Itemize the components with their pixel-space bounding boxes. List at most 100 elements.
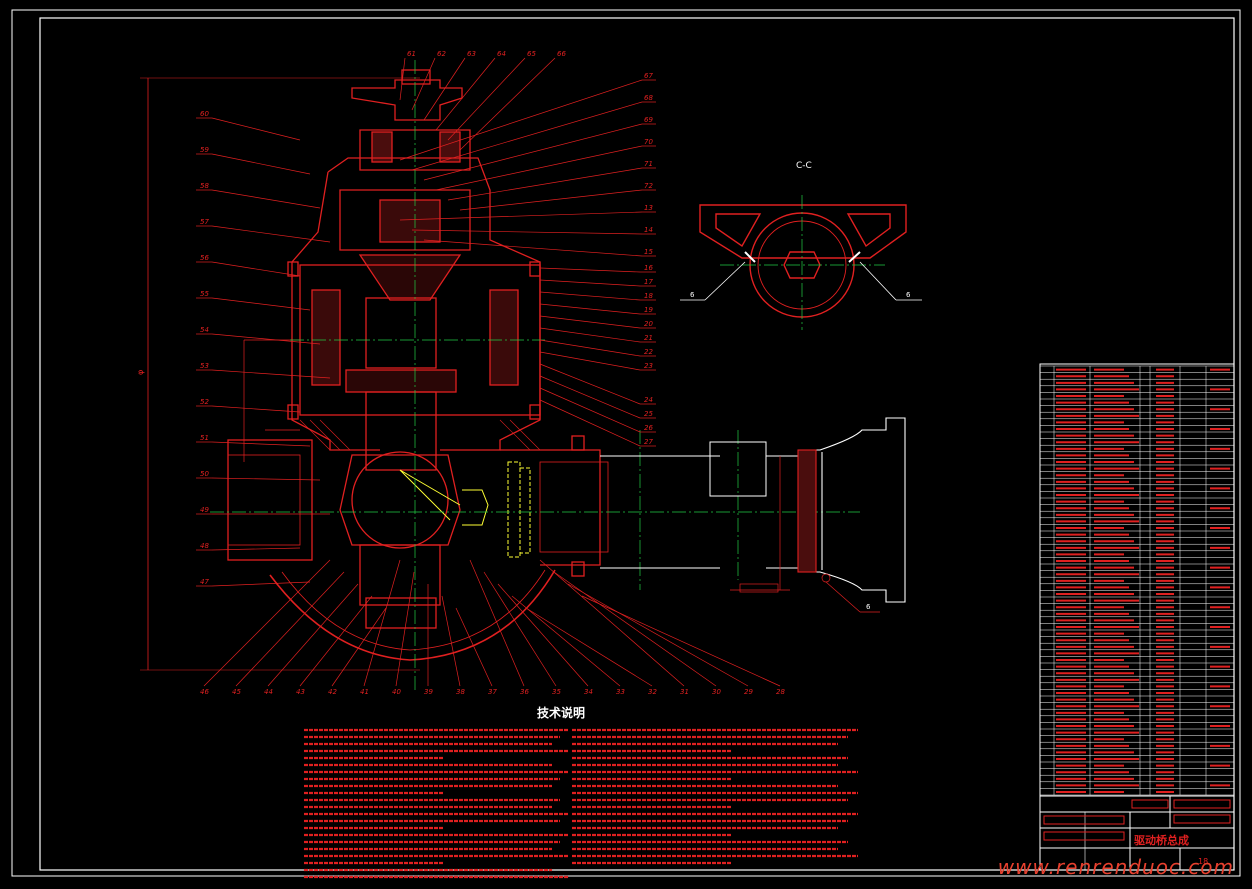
leader-line bbox=[497, 583, 589, 687]
leader-line bbox=[441, 595, 461, 687]
balloon-54: 54 bbox=[200, 326, 209, 334]
leader-line bbox=[395, 571, 415, 687]
balloon-44: 44 bbox=[264, 688, 273, 696]
leader-line bbox=[459, 57, 556, 151]
leader-line bbox=[211, 153, 311, 175]
leader-line bbox=[423, 123, 643, 181]
outer-frame bbox=[11, 9, 1241, 877]
balloon-37: 37 bbox=[488, 688, 497, 696]
balloon-36: 36 bbox=[520, 688, 529, 696]
balloon-17: 17 bbox=[644, 278, 653, 286]
title-block bbox=[1039, 795, 1235, 871]
balloon-31: 31 bbox=[680, 688, 689, 696]
leader-line bbox=[211, 581, 311, 587]
balloon-68: 68 bbox=[644, 94, 653, 102]
balloon-18: 18 bbox=[644, 292, 653, 300]
leader-line bbox=[539, 279, 641, 287]
main-section-view: φ bbox=[136, 69, 609, 671]
leader-line bbox=[553, 571, 717, 687]
balloon-13: 13 bbox=[644, 204, 653, 212]
balloon-58: 58 bbox=[200, 182, 209, 190]
leader-line bbox=[423, 239, 643, 257]
balloon-16: 16 bbox=[644, 264, 653, 272]
section-cc-centerlines bbox=[720, 195, 885, 330]
leader-line bbox=[423, 57, 466, 121]
leader-line bbox=[235, 571, 345, 687]
leader-line bbox=[459, 189, 643, 211]
balloon-47: 47 bbox=[200, 578, 209, 586]
hub-dimension bbox=[730, 456, 880, 613]
balloon-43: 43 bbox=[296, 688, 305, 696]
leader-line bbox=[539, 339, 641, 357]
balloon-14: 14 bbox=[644, 226, 653, 234]
balloon-53: 53 bbox=[200, 362, 209, 370]
weld-symbol-1: 6 bbox=[690, 291, 695, 299]
balloon-51: 51 bbox=[200, 434, 209, 442]
leader-line bbox=[267, 583, 359, 687]
balloon-52: 52 bbox=[200, 398, 209, 406]
balloon-61: 61 bbox=[407, 50, 416, 58]
balloon-25: 25 bbox=[644, 410, 653, 418]
parts-list-table bbox=[1039, 363, 1235, 797]
watermark: www.renrenduoc.com bbox=[997, 855, 1234, 879]
leader-line bbox=[211, 477, 321, 481]
balloon-69: 69 bbox=[644, 116, 653, 124]
title-block-name: 驱动桥总成 bbox=[1134, 833, 1189, 847]
balloon-70: 70 bbox=[644, 138, 653, 146]
leader-line bbox=[525, 607, 653, 687]
leader-line bbox=[203, 559, 331, 687]
balloon-26: 26 bbox=[644, 424, 653, 432]
balloon-60: 60 bbox=[200, 110, 209, 118]
aux-parts bbox=[399, 461, 531, 558]
leader-line bbox=[211, 333, 321, 345]
leader-line bbox=[447, 57, 526, 141]
leader-line bbox=[447, 167, 643, 201]
balloon-71: 71 bbox=[644, 160, 653, 168]
balloon-29: 29 bbox=[744, 688, 753, 696]
svg-text:φ: φ bbox=[136, 370, 145, 375]
balloon-32: 32 bbox=[648, 688, 657, 696]
weld-symbol-2: 6 bbox=[906, 291, 911, 299]
balloon-50: 50 bbox=[200, 470, 209, 478]
leader-line bbox=[539, 399, 641, 447]
balloon-28: 28 bbox=[776, 688, 785, 696]
balloon-21: 21 bbox=[644, 334, 653, 342]
leader-line bbox=[299, 595, 373, 687]
leader-line bbox=[435, 145, 643, 191]
sheet-number: 18 bbox=[1198, 857, 1208, 866]
leader-line bbox=[211, 369, 331, 379]
center-lines bbox=[210, 60, 860, 690]
leader-line bbox=[363, 559, 401, 687]
balloon-24: 24 bbox=[644, 396, 653, 404]
leader-line bbox=[211, 547, 301, 551]
leader-line bbox=[211, 189, 321, 209]
balloon-20: 20 bbox=[644, 320, 653, 328]
leader-line bbox=[539, 267, 641, 273]
weld-leaders bbox=[680, 261, 922, 301]
leader-line bbox=[539, 559, 685, 687]
leader-line bbox=[511, 595, 621, 687]
leader-line bbox=[331, 607, 387, 687]
balloon-59: 59 bbox=[200, 146, 209, 154]
leader-line bbox=[581, 595, 781, 687]
balloon-34: 34 bbox=[584, 688, 593, 696]
leader-line bbox=[539, 303, 641, 315]
balloon-33: 33 bbox=[616, 688, 625, 696]
balloon-65: 65 bbox=[527, 50, 536, 58]
balloon-35: 35 bbox=[552, 688, 561, 696]
leader-line bbox=[539, 375, 641, 419]
balloon-42: 42 bbox=[328, 688, 337, 696]
output-shaft bbox=[600, 441, 800, 569]
technical-notes bbox=[304, 728, 858, 879]
balloon-27: 27 bbox=[644, 438, 653, 446]
balloon-38: 38 bbox=[456, 688, 465, 696]
balloon-72: 72 bbox=[644, 182, 653, 190]
balloon-41: 41 bbox=[360, 688, 369, 696]
section-view-cc bbox=[699, 204, 907, 318]
leader-line bbox=[567, 583, 749, 687]
weld-symbol-3: 6 bbox=[866, 603, 871, 611]
leader-line bbox=[469, 559, 525, 687]
balloon-62: 62 bbox=[437, 50, 446, 58]
